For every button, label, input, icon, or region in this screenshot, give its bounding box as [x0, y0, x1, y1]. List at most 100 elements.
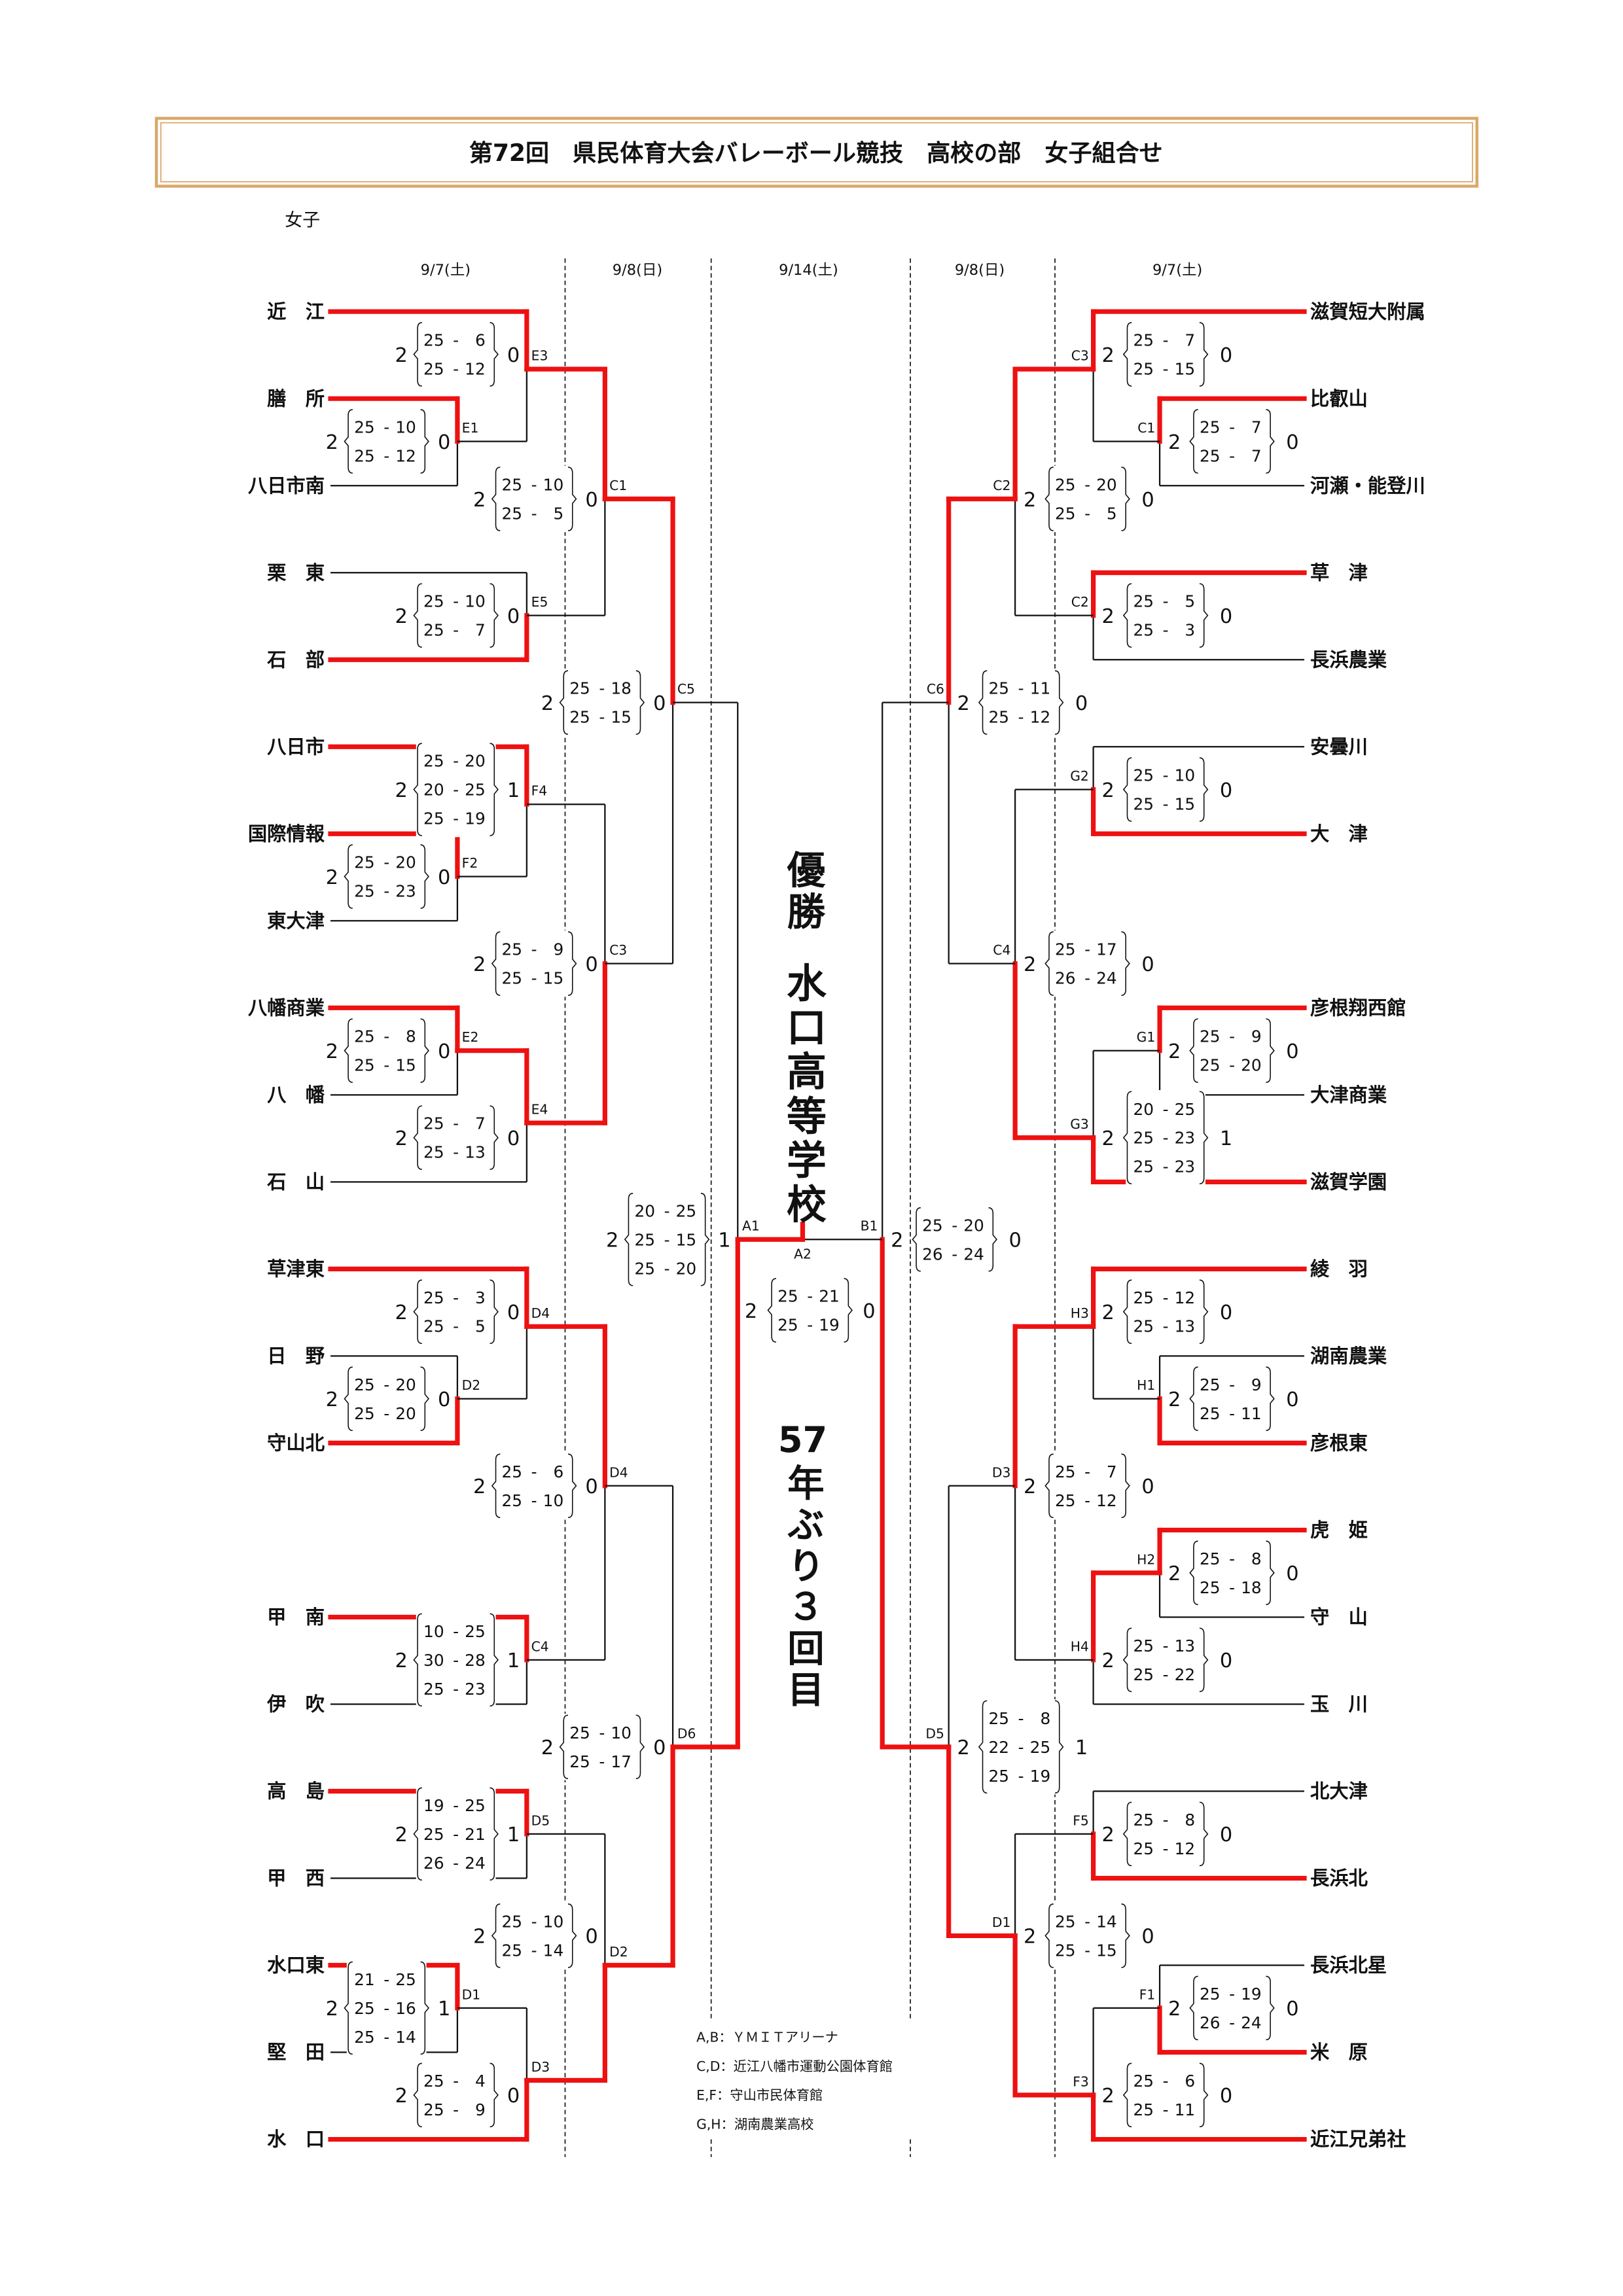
score-block-background	[1192, 1366, 1272, 1432]
set-score-winner: 25	[423, 2100, 444, 2119]
sets-won-winner: 2	[1168, 1040, 1181, 1063]
team-name-left: 石 山	[266, 1171, 325, 1193]
score-block-background	[494, 465, 575, 533]
score-block-background	[1126, 1801, 1205, 1867]
score-block-background	[1047, 1453, 1128, 1519]
brace-close-icon	[1121, 1903, 1130, 1968]
sets-won-winner: 2	[1168, 431, 1181, 454]
sets-won-winner: 2	[1101, 1301, 1114, 1324]
match-label: E1	[462, 420, 479, 436]
sets-won-winner: 2	[745, 1300, 757, 1323]
brace-close-icon	[567, 1903, 577, 1968]
set-score-dash: -	[664, 1259, 670, 1278]
sets-won-winner: 2	[1168, 1388, 1181, 1411]
set-score-dash: -	[453, 1651, 459, 1670]
sets-won-loser: 0	[1220, 2085, 1232, 2108]
match-label: H1	[1137, 1377, 1155, 1393]
set-score-winner: 25	[423, 1288, 444, 1307]
team-name-right: 綾 羽	[1310, 1258, 1368, 1280]
team-name-left: 甲 西	[267, 1867, 325, 1890]
set-score-winner: 25	[423, 592, 444, 611]
score-block-background	[1192, 408, 1272, 475]
set-score-loser: 6	[475, 331, 486, 350]
set-score-loser: 25	[465, 781, 486, 800]
set-score-dash: -	[1229, 2013, 1235, 2032]
round-date: 9/7(土)	[421, 262, 471, 279]
sets-won-winner: 2	[1101, 1650, 1114, 1672]
page-title: 第72回 県民体育大会バレーボール競技 高校の部 女子組合せ	[469, 139, 1163, 167]
sets-won-winner: 2	[326, 431, 338, 454]
set-score-winner: 25	[569, 1752, 590, 1771]
set-score-winner: 25	[502, 1912, 523, 1931]
set-score-loser: 8	[1040, 1709, 1050, 1728]
sets-won-loser: 0	[653, 692, 666, 715]
venue-legend: A,B：ＹＭＩＴアリーナC,D：近江八幡市運動公園体育館E,F：守山市民体育館G…	[690, 2021, 942, 2140]
set-score-loser: 7	[475, 621, 486, 640]
brace-close-icon	[988, 1207, 997, 1272]
brace-close-icon	[1199, 1091, 1209, 1184]
set-score-dash: -	[453, 1622, 459, 1641]
set-score-loser: 11	[1241, 1404, 1262, 1423]
set-score-dash: -	[531, 1462, 537, 1481]
set-score-winner: 25	[354, 447, 375, 466]
set-score-dash: -	[1163, 592, 1169, 611]
sets-won-winner: 2	[1024, 1926, 1036, 1949]
sets-won-loser: 0	[1220, 1650, 1232, 1672]
team-name-right: 近江兄弟社	[1310, 2128, 1406, 2151]
team-name-left: 石 部	[266, 648, 325, 671]
brace-close-icon	[635, 1714, 645, 1780]
set-score-winner: 26	[423, 1854, 444, 1873]
brace-open-icon	[413, 1279, 422, 1345]
brace-open-icon	[1044, 931, 1054, 996]
set-score-loser: 18	[611, 679, 632, 698]
brace-open-icon	[1122, 757, 1132, 822]
round-dividers	[564, 258, 1056, 2157]
brace-open-icon	[344, 1961, 353, 2055]
set-score-dash: -	[1084, 476, 1090, 495]
set-score-loser: 20	[395, 1375, 416, 1394]
set-score-loser: 15	[1096, 1941, 1117, 1960]
score-block-background	[346, 843, 427, 910]
match-label: D2	[609, 1944, 628, 1960]
match-label: F3	[1073, 2074, 1089, 2089]
set-score-dash: -	[383, 1056, 389, 1075]
venue-background	[690, 2021, 942, 2140]
set-score-loser: 19	[819, 1316, 840, 1335]
set-score-winner: 25	[1133, 2072, 1154, 2091]
set-score-winner: 25	[354, 882, 375, 901]
sets-won-winner: 2	[1168, 1563, 1181, 1585]
set-score-winner: 25	[1055, 1912, 1076, 1931]
team-name-right: 大津商業	[1310, 1084, 1387, 1106]
sets-won-loser: 0	[1286, 1998, 1298, 2021]
set-score-dash: -	[1229, 1578, 1235, 1597]
match-label: C1	[1137, 420, 1155, 436]
brace-close-icon	[490, 322, 499, 387]
set-score-loser: 20	[1241, 1056, 1262, 1075]
set-score-winner: 25	[502, 1462, 523, 1481]
team-name-left: 膳 所	[267, 387, 325, 410]
brace-open-icon	[413, 1105, 422, 1170]
set-score-winner: 25	[423, 1680, 444, 1699]
set-score-loser: 6	[1185, 2072, 1195, 2091]
set-score-dash: -	[383, 853, 389, 872]
round-date: 9/8(日)	[955, 262, 1005, 279]
set-score-loser: 4	[475, 2072, 486, 2091]
team-name-left: 甲 南	[267, 1606, 325, 1629]
set-score-loser: 8	[1185, 1810, 1195, 1829]
match-label: G3	[1070, 1116, 1089, 1132]
set-score-winner: 25	[1200, 1985, 1221, 2004]
team-name-left: 東大津	[267, 910, 325, 932]
brace-close-icon	[420, 844, 429, 909]
set-score-dash: -	[383, 418, 389, 437]
brace-open-icon	[559, 1714, 569, 1780]
set-score-dash: -	[1229, 1985, 1235, 2004]
set-score-winner: 25	[569, 679, 590, 698]
match-label: C6	[927, 681, 944, 697]
